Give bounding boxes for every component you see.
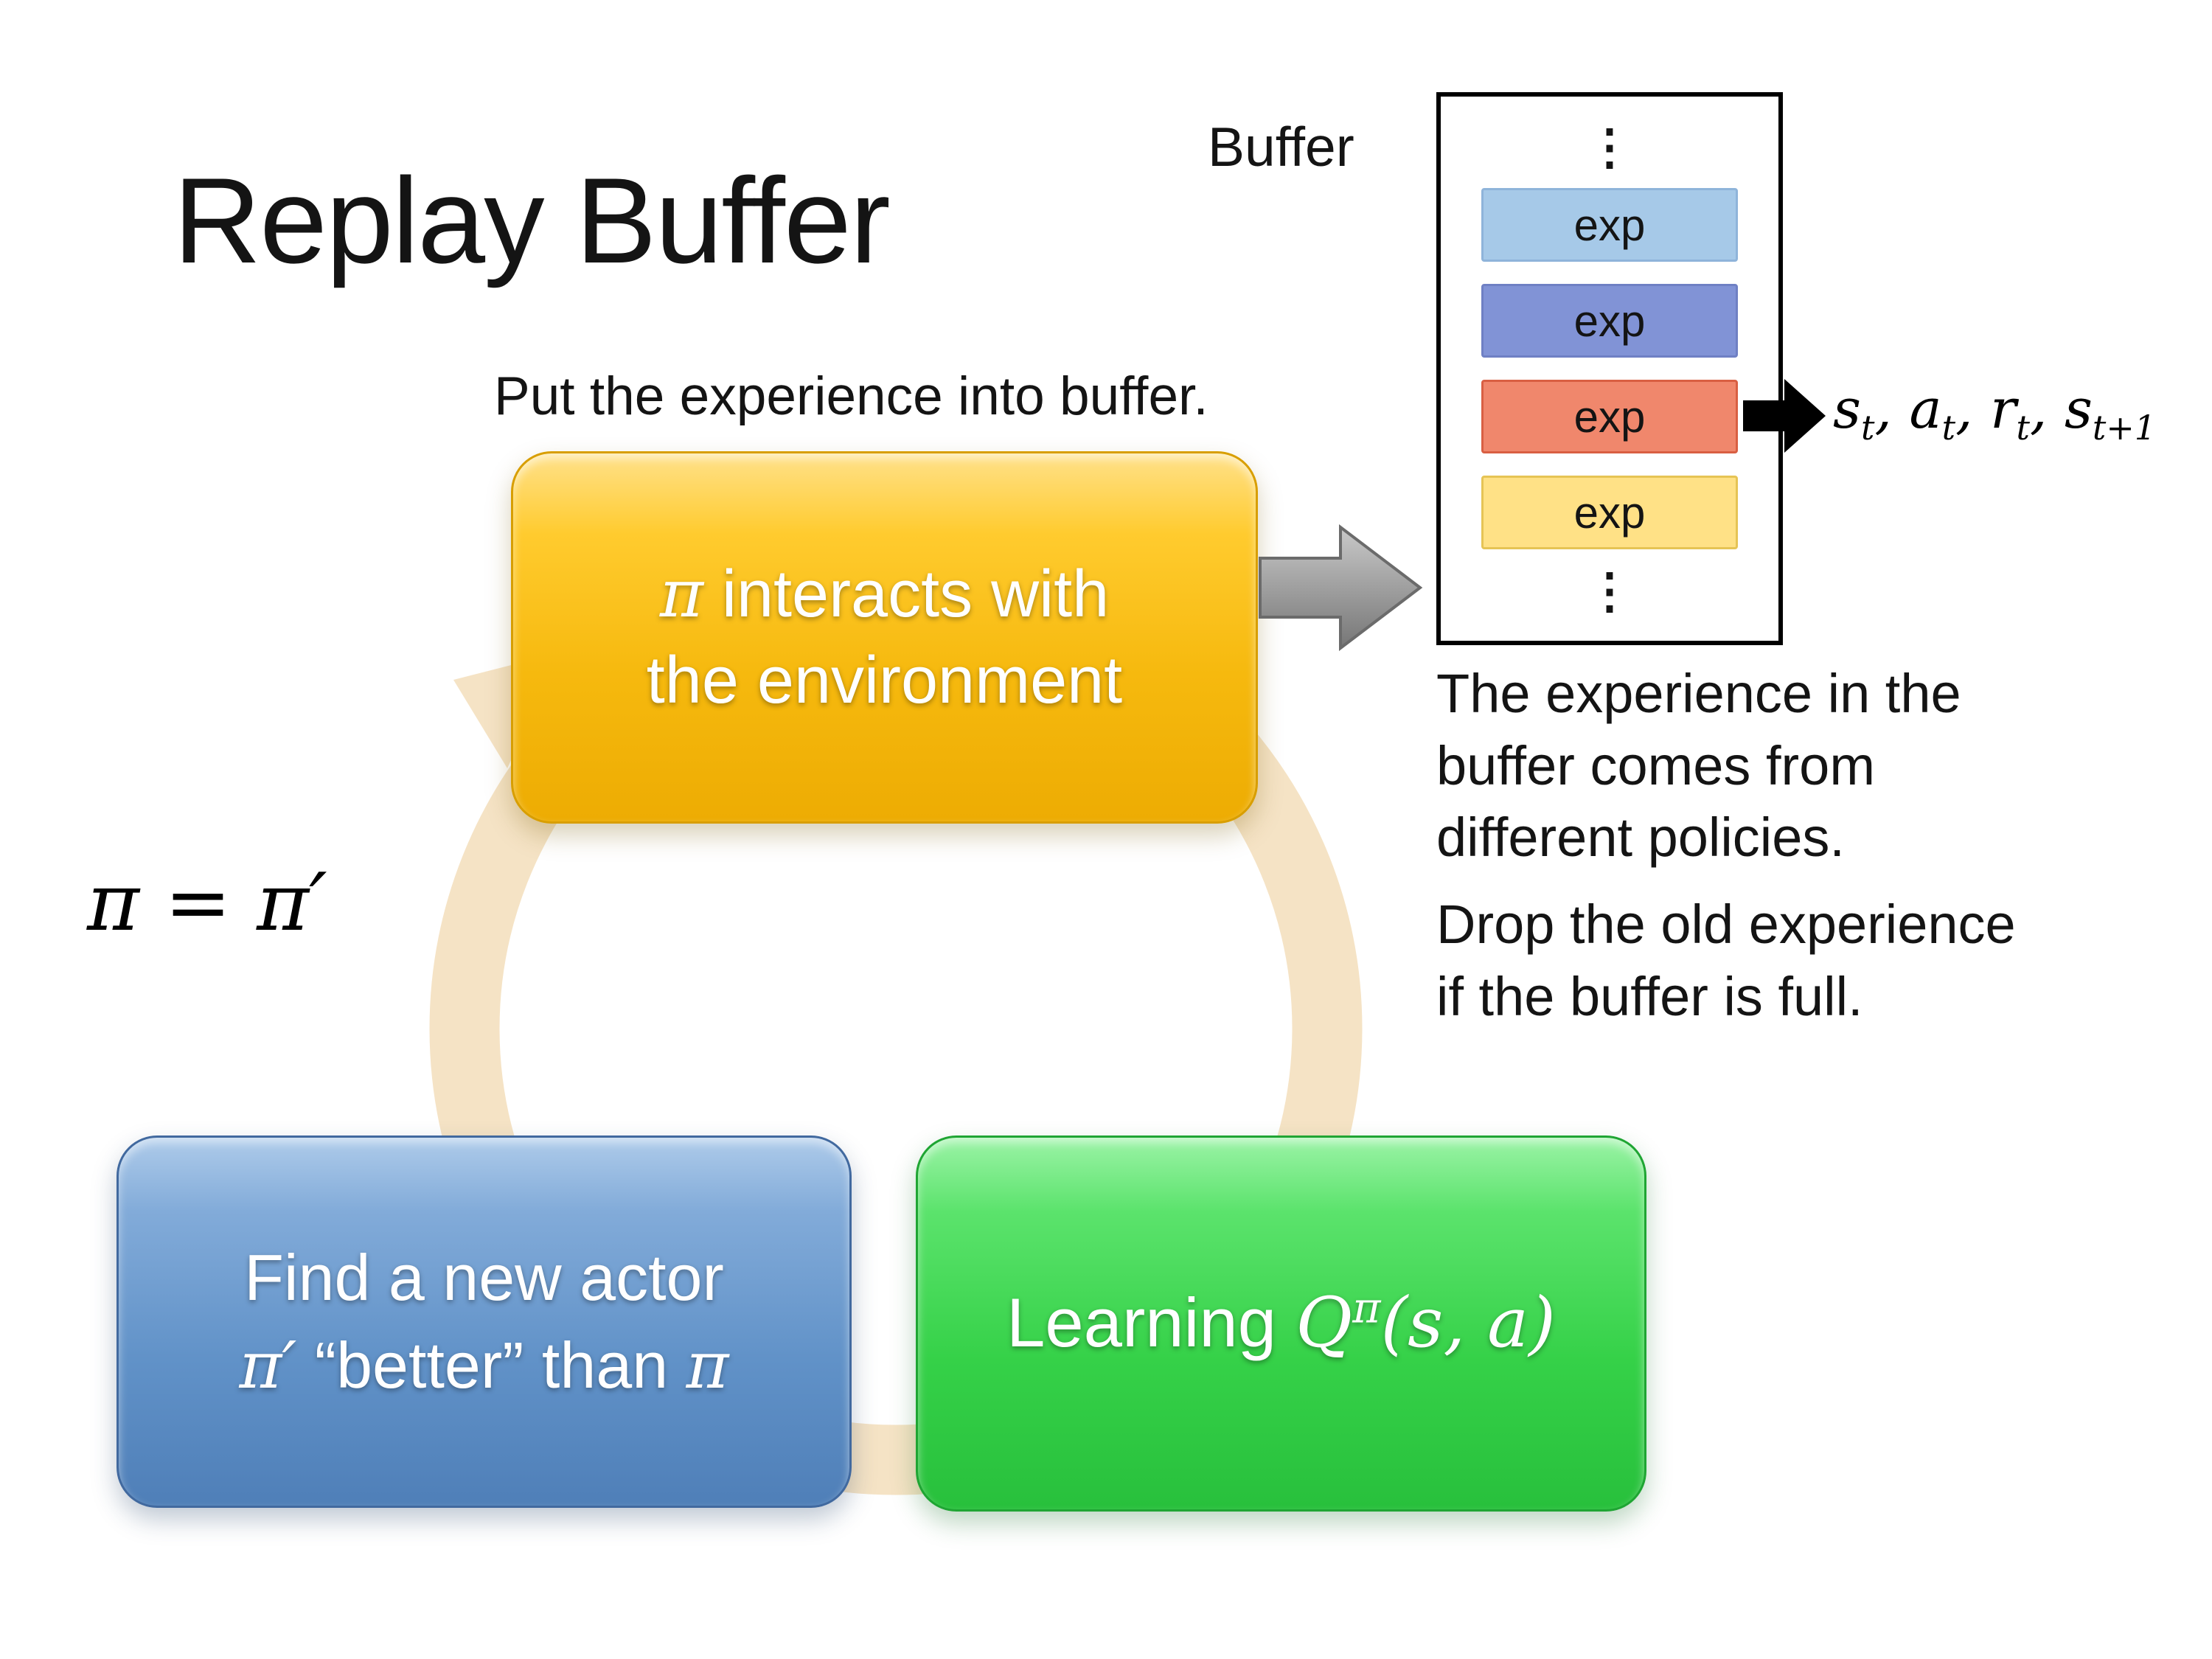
node-learning-q: Learning Qπ(s, a) — [916, 1135, 1646, 1512]
tuple-term: st+1 — [2064, 378, 2156, 448]
buffer-slot-label: exp — [1573, 296, 1646, 346]
learning-prefix: Learning — [1006, 1284, 1296, 1362]
tuple-term: st, — [1833, 378, 1910, 448]
buffer-notes: The experience in the buffer comes from … — [1436, 658, 2196, 1047]
pi-symbol: π — [686, 1326, 729, 1403]
buffer-slot-label: exp — [1573, 392, 1646, 442]
q-function: Qπ(s, a) — [1295, 1283, 1556, 1363]
buffer-box: ⋮ exp exp exp exp ⋮ — [1436, 92, 1783, 645]
buffer-slot-label: exp — [1573, 487, 1646, 538]
note-drop-old: Drop the old experience if the buffer is… — [1436, 894, 2016, 1027]
tuple-sep: , — [1874, 378, 1910, 441]
q-symbol: Q — [1295, 1283, 1353, 1364]
buffer-slot: exp — [1481, 380, 1738, 453]
tuple-sep: , — [1955, 378, 1991, 441]
tuple-sub: t — [1860, 407, 1875, 448]
pi-symbol: π — [659, 555, 703, 633]
page-title: Replay Buffer — [173, 153, 891, 288]
node-interact-rest: interacts with the environment — [646, 557, 1123, 717]
tuple-term: at, — [1909, 378, 1991, 448]
tuple-sub: t — [1941, 407, 1956, 448]
tuple-sub: t — [2016, 407, 2030, 448]
flow-arrow-icon — [1259, 524, 1423, 652]
find-actor-line2-mid: “better” than — [296, 1328, 686, 1402]
buffer-slot: exp — [1481, 284, 1738, 358]
policy-update-equation: π = π′ — [87, 857, 327, 949]
tuple-base: s — [2064, 378, 2093, 441]
node-interact-text: π interacts with the environment — [647, 551, 1122, 724]
q-superscript-pi: π — [1352, 1283, 1381, 1334]
q-args: (s, a) — [1380, 1283, 1556, 1364]
tuple-term: rt, — [1990, 378, 2065, 448]
buffer-slot-label: exp — [1573, 200, 1646, 250]
note-different-policies: The experience in the buffer comes from … — [1436, 663, 1961, 869]
buffer-label: Buffer — [1208, 116, 1354, 178]
node-interact: π interacts with the environment — [511, 451, 1258, 824]
ellipsis-top: ⋮ — [1585, 119, 1634, 174]
tuple-sep: , — [2029, 378, 2065, 441]
pi-prime-symbol: π′ — [239, 1326, 297, 1403]
node-find-actor: Find a new actor π′ “better” than π — [116, 1135, 852, 1508]
node-find-actor-text: Find a new actor π′ “better” than π — [240, 1234, 729, 1410]
tuple-sub: t+1 — [2092, 407, 2156, 448]
buffer-slot: exp — [1481, 476, 1738, 549]
tuple-base: s — [1833, 378, 1861, 441]
tuple-base: r — [1990, 378, 2017, 441]
find-actor-line2: π′ “better” than π — [240, 1322, 729, 1410]
ellipsis-bottom: ⋮ — [1585, 563, 1634, 618]
node-learning-q-text: Learning Qπ(s, a) — [1006, 1278, 1556, 1368]
find-actor-line1: Find a new actor — [244, 1240, 724, 1314]
tuple-base: a — [1909, 378, 1942, 441]
buffer-slot: exp — [1481, 188, 1738, 262]
caption-put-experience: Put the experience into buffer. — [494, 366, 1208, 426]
experience-tuple: st, at, rt, st+1 — [1833, 378, 2156, 448]
